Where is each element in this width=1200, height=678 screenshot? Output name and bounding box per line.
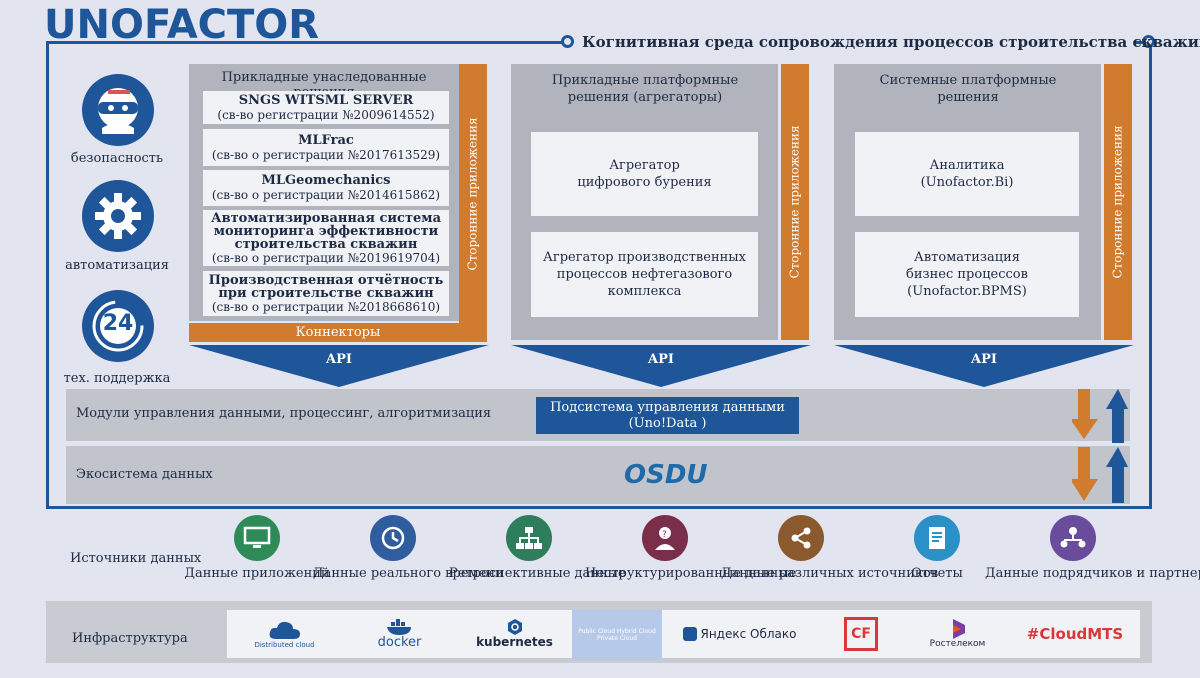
source-label: Данные приложений: [184, 566, 330, 581]
api-arrow: [189, 345, 489, 387]
person-question-icon: ?: [642, 515, 688, 561]
source-label: Неструктурированные данные: [585, 566, 797, 581]
api-label: API: [648, 352, 674, 367]
third-party-label: Сторонние приложения: [1111, 125, 1125, 279]
team-icon: [1050, 515, 1096, 561]
platform-card[interactable]: Агрегатор производственных процессов неф…: [531, 232, 758, 317]
api-label: API: [326, 352, 352, 367]
ecosystem-label: Экосистема данных: [76, 467, 213, 482]
source-label: Ретроспективные данные: [449, 566, 626, 581]
connectors-bar: Коннекторы: [189, 323, 487, 342]
uno-data-subsystem[interactable]: Подсистема управления данными (Uno!Data …: [536, 397, 799, 434]
legacy-card-name: Производственная отчётность при строител…: [208, 272, 444, 301]
main-frame: [46, 41, 1152, 509]
legacy-card-reg: (св-во о регистрации №2019619704): [211, 250, 441, 265]
third-party-label: Сторонние приложения: [466, 116, 480, 271]
third-party-bar: Сторонние приложения: [781, 64, 809, 340]
frame-top-line: [46, 41, 566, 44]
rostelecom-logo: Ростелеком: [905, 610, 1010, 658]
frame-ring-icon: [561, 35, 574, 48]
legacy-card[interactable]: SNGS WITSML SERVER (св-во регистрации №2…: [203, 91, 449, 124]
hybrid-cloud-logo: Public Cloud Hybrid Cloud Private Cloud: [572, 610, 662, 660]
sidebar-label-automation: автоматизация: [65, 258, 169, 273]
gear-icon: [82, 180, 154, 252]
third-party-label: Сторонние приложения: [788, 125, 802, 279]
svg-text:?: ?: [662, 530, 667, 540]
support-24-text: 24: [102, 311, 134, 336]
data-modules-label: Модули управления данными, процессинг, а…: [76, 406, 492, 421]
third-party-bar: Сторонние приложения: [459, 64, 487, 323]
api-label: API: [971, 352, 997, 367]
infra-label: Инфраструктура: [72, 631, 188, 646]
sidebar-label-support: тех. поддержка: [63, 371, 171, 386]
source-label: Отчеты: [911, 566, 963, 581]
data-flow-arrows-icon: [1072, 447, 1128, 503]
legacy-card-name: Автоматизированная система мониторинга э…: [210, 210, 441, 252]
system-title: Системные платформные решения: [879, 73, 1057, 105]
clock-icon: [370, 515, 416, 561]
docker-logo: docker: [342, 610, 457, 658]
frame-ring-icon: [1142, 35, 1155, 48]
sources-label: Источники данных: [70, 551, 202, 566]
distributed-cloud-logo: Distributed cloud: [227, 610, 342, 658]
document-icon: [914, 515, 960, 561]
data-flow-arrows-icon: [1072, 389, 1128, 443]
share-icon: [778, 515, 824, 561]
support-24-icon: 24: [82, 290, 154, 362]
legacy-card-reg: (св-во о регистрации №2017613529): [211, 147, 441, 162]
third-party-bar: Сторонние приложения: [1104, 64, 1132, 340]
source-label: Данные различных источников: [721, 566, 939, 581]
legacy-card-reg: (св-во о регистрации №2018668610): [211, 299, 441, 314]
brand-logo: UNOFACTOR: [44, 2, 320, 48]
legacy-card-reg: (св-во о регистрации №2014615862): [211, 188, 441, 202]
ninja-icon: [82, 74, 154, 146]
legacy-card-name: MLGeomechanics: [261, 173, 391, 188]
cloudmts-logo: #CloudMTS: [1010, 610, 1140, 658]
api-arrow: [511, 345, 811, 387]
legacy-card-name: SNGS WITSML SERVER: [238, 92, 414, 108]
legacy-card[interactable]: Автоматизированная система мониторинга э…: [203, 210, 449, 266]
network-icon: [506, 515, 552, 561]
sidebar-label-security: безопасность: [70, 151, 164, 166]
platform-card[interactable]: Агрегатор цифрового бурения: [531, 132, 758, 216]
platform-title: Прикладные платформные решения (агрегато…: [551, 73, 739, 105]
source-label: Данные реального времени: [313, 566, 504, 581]
legacy-card[interactable]: Производственная отчётность при строител…: [203, 271, 449, 316]
legacy-card[interactable]: MLGeomechanics (св-во о регистрации №201…: [203, 170, 449, 206]
system-card[interactable]: Аналитика (Unofactor.Bi): [855, 132, 1079, 216]
legacy-card-name: MLFrac: [298, 132, 354, 148]
api-arrow: [834, 345, 1134, 387]
system-card[interactable]: Автоматизация бизнес процессов (Unofacto…: [855, 232, 1079, 317]
kubernetes-logo: kubernetes: [457, 610, 572, 658]
monitor-icon: [234, 515, 280, 561]
osdu-logo: OSDU: [624, 460, 708, 490]
cf-logo: CF: [817, 610, 905, 658]
yandex-cloud-logo: Яндекс Облако: [662, 610, 817, 658]
legacy-card-reg: (св-во регистрации №2009614552): [217, 107, 435, 122]
source-label: Данные подрядчиков и партнеров: [985, 566, 1200, 581]
legacy-card[interactable]: MLFrac (св-во о регистрации №2017613529): [203, 129, 449, 166]
page-title: Когнитивная среда сопровождения процессо…: [582, 33, 1200, 51]
ecosystem-band: [66, 446, 1130, 504]
